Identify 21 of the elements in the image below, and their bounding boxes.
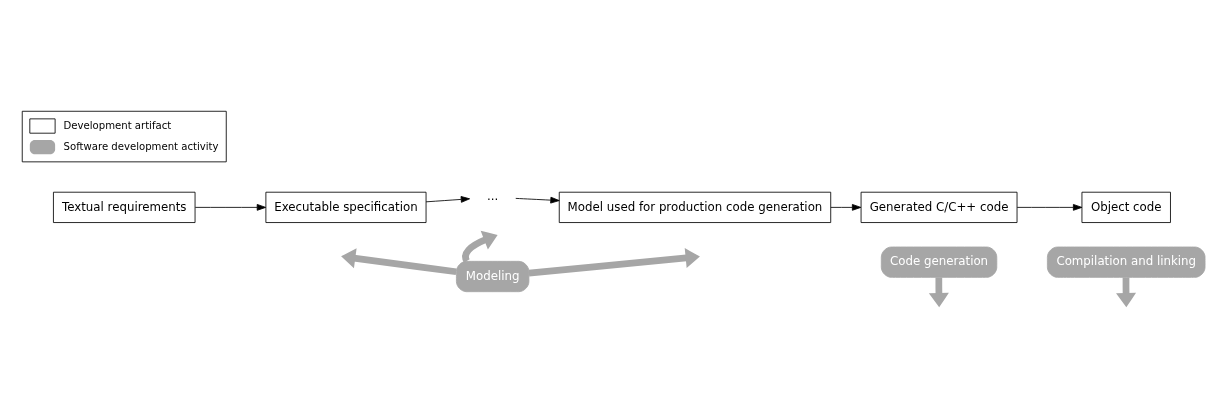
- arrow: [462, 230, 498, 263]
- legend-label: Development artifact: [63, 119, 172, 131]
- arrow: [1116, 277, 1137, 308]
- arrow: [515, 196, 560, 204]
- node-box: Modeling: [456, 260, 530, 293]
- node-box: Textual requirements: [53, 191, 196, 223]
- node-box: Model used for production code generation: [558, 191, 832, 223]
- arrow: [1016, 204, 1083, 211]
- node-text: ...: [487, 189, 499, 204]
- node-box: Object code: [1081, 191, 1171, 223]
- arrow: [341, 248, 457, 276]
- arrow: [830, 204, 862, 211]
- arrow: [425, 196, 471, 203]
- arrow: [528, 247, 700, 277]
- node-box: Generated C/C++ code: [860, 191, 1018, 223]
- legend-label: Software development activity: [63, 140, 219, 152]
- node-box: Executable specification: [265, 191, 427, 223]
- node-box: Compilation and linking: [1046, 246, 1206, 278]
- arrow: [194, 204, 267, 211]
- node-box: Code generation: [880, 246, 998, 278]
- arrow: [928, 277, 949, 308]
